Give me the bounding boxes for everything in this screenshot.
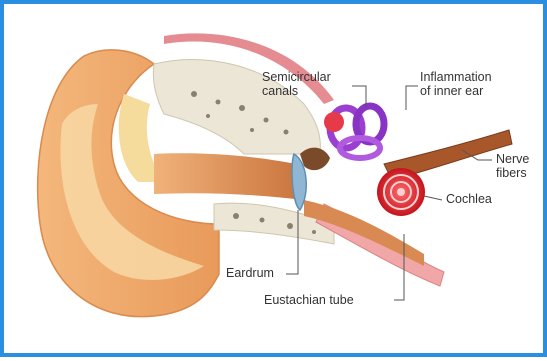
label-inflammation-line2: of inner ear	[420, 84, 492, 98]
label-nerve-fibers: Nerve fibers	[496, 152, 529, 180]
ear-canal	[154, 153, 304, 200]
semicircular-canals-shape	[324, 106, 384, 158]
ear-anatomy-illustration	[4, 4, 547, 361]
cochlea-shape	[377, 168, 425, 216]
label-cochlea: Cochlea	[446, 192, 492, 206]
label-inflammation-inner-ear: Inflammation of inner ear	[420, 70, 492, 98]
label-semicircular-canals-line1: Semicircular	[262, 70, 331, 84]
label-semicircular-canals-line2: canals	[262, 84, 331, 98]
label-eardrum: Eardrum	[226, 266, 274, 280]
label-nerve-line2: fibers	[496, 166, 529, 180]
label-nerve-line1: Nerve	[496, 152, 529, 166]
ossicles	[300, 148, 330, 171]
label-inflammation-line1: Inflammation	[420, 70, 492, 84]
label-semicircular-canals: Semicircular canals	[262, 70, 331, 98]
label-eustachian-tube: Eustachian tube	[264, 293, 354, 307]
